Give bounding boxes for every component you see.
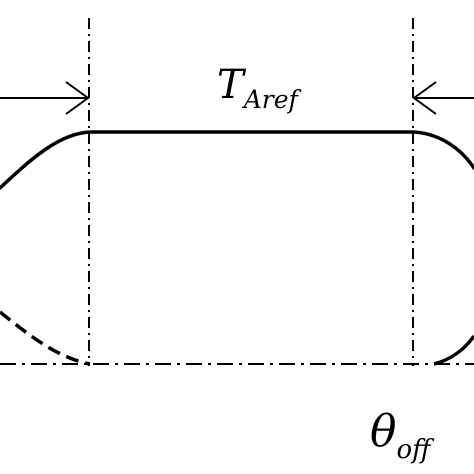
left-dimension-arrow-head	[65, 81, 90, 115]
solid-waveform-curve	[0, 130, 474, 190]
theta-off-label: θoff	[370, 406, 435, 465]
theta-off-main: θ	[370, 406, 397, 457]
t-aref-subscript: Aref	[242, 85, 302, 114]
t-aref-main: T	[217, 62, 247, 108]
t-aref-label: TAref	[217, 62, 301, 114]
dashed-decay-curve	[0, 310, 91, 366]
theta-off-subscript: off	[397, 435, 436, 465]
right-dimension-arrow-head	[412, 81, 437, 115]
solid-rising-curve-right	[433, 334, 474, 366]
